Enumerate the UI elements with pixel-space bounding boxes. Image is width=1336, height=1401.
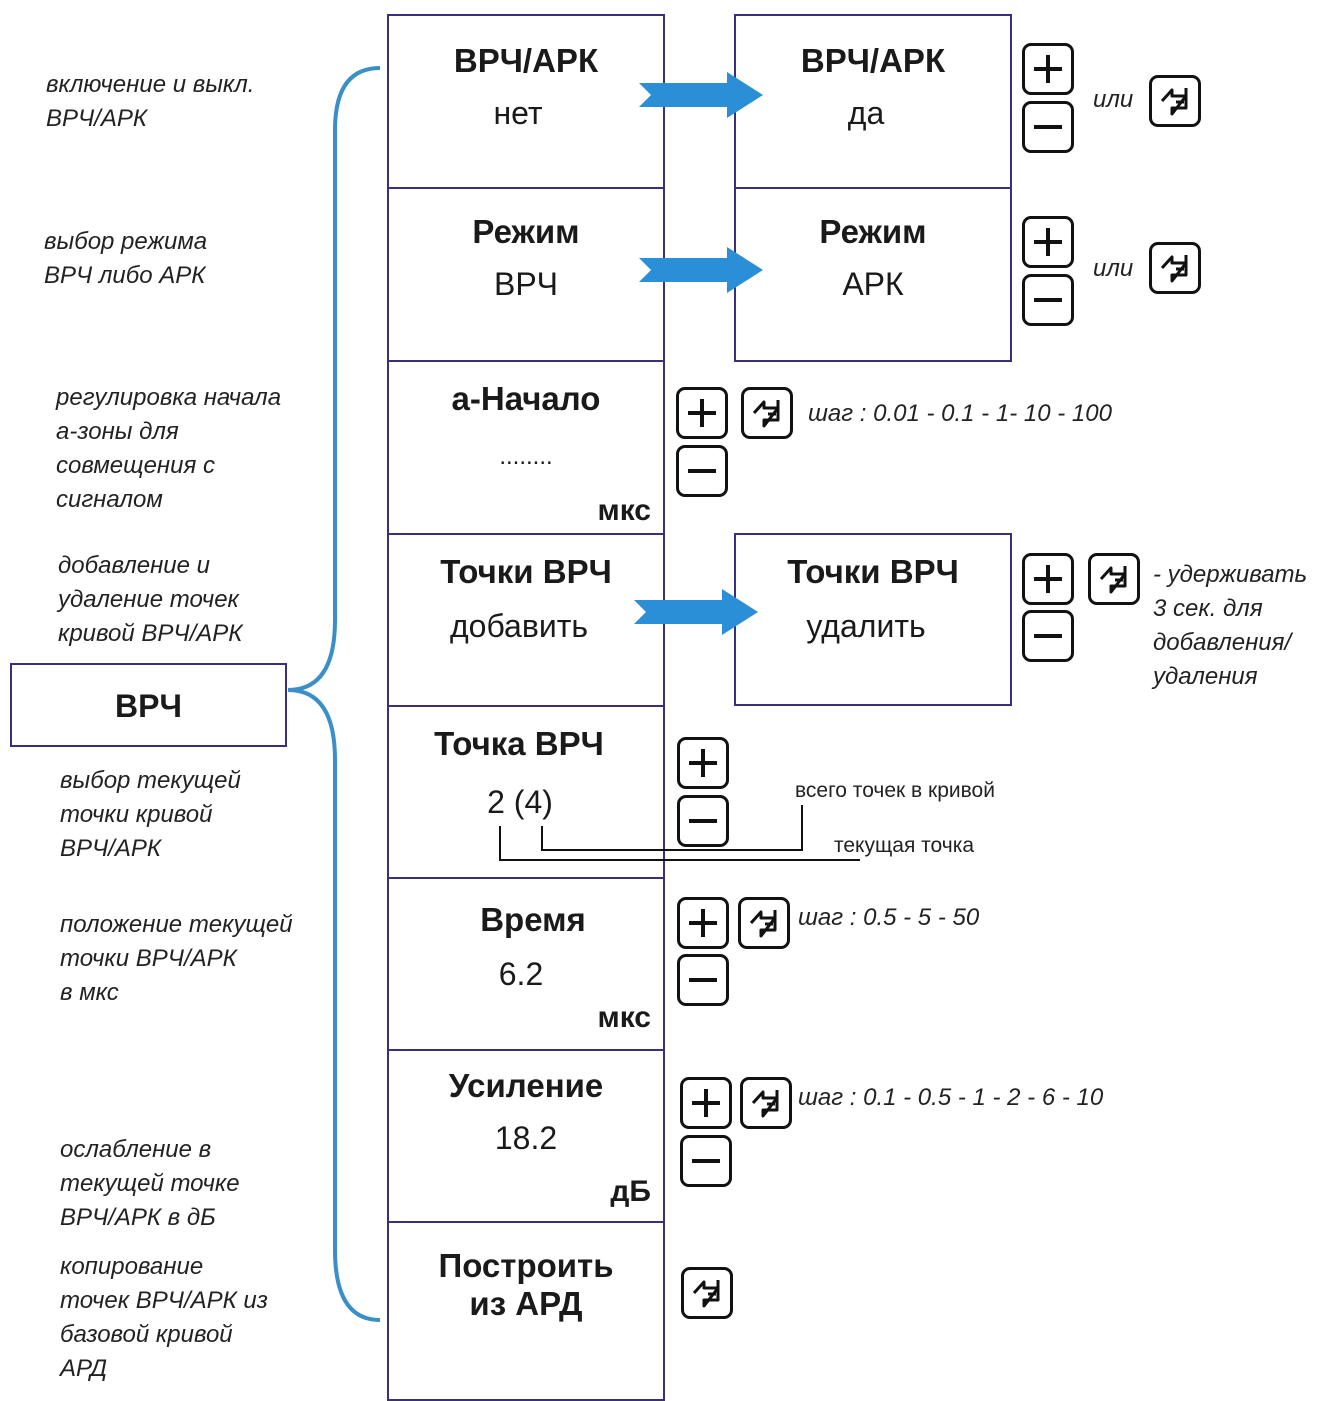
menu-cell-title: Точка ВРЧ xyxy=(434,725,604,762)
menu-cell-gain[interactable]: Усиление 18.2 дБ xyxy=(387,1049,665,1224)
enter-key-icon[interactable] xyxy=(1088,553,1140,605)
result-cell-mode: Режим АРК xyxy=(734,187,1012,362)
enter-key-icon[interactable] xyxy=(741,387,793,439)
minus-key-icon[interactable] xyxy=(677,795,729,847)
result-cell-title: Режим xyxy=(819,213,927,250)
total-points-annotation: всего точек в кривой xyxy=(795,779,995,802)
minus-key-icon[interactable] xyxy=(1022,610,1074,662)
enter-key-icon[interactable] xyxy=(681,1267,733,1319)
right-arrow-icon xyxy=(634,589,758,635)
plus-key-icon[interactable] xyxy=(1022,216,1074,268)
result-cell-value: да xyxy=(847,95,885,131)
plus-key-icon[interactable] xyxy=(680,1077,732,1129)
menu-cell-title: ВРЧ/АРК xyxy=(453,42,599,79)
minus-key-icon[interactable] xyxy=(676,445,728,497)
description-build: копирование точек ВРЧ/АРК из базовой кри… xyxy=(60,1253,268,1382)
menu-cell-title: Усиление xyxy=(448,1067,604,1104)
menu-cell-value: добавить xyxy=(449,608,589,644)
menu-cell-vrch-ark[interactable]: ВРЧ/АРК нет xyxy=(387,14,665,189)
vrch-side-label: ВРЧ xyxy=(115,688,182,724)
minus-key-icon[interactable] xyxy=(1022,101,1074,153)
result-cell-title: Точки ВРЧ xyxy=(787,553,959,590)
menu-cell-value: 18.2 xyxy=(494,1120,558,1156)
menu-cell-title: а-Начало xyxy=(451,380,601,417)
hold-note: - удерживать 3 сек. для добавления/ удал… xyxy=(1153,561,1308,690)
result-cell-value: АРК xyxy=(842,266,904,302)
menu-cell-value: 2 (4) xyxy=(487,784,553,820)
point-leader-lines xyxy=(499,805,860,861)
description-time: положение текущей точки ВРЧ/АРК в мкс xyxy=(60,911,293,1006)
step-note-a-start: шаг : 0.01 - 0.1 - 1- 10 - 100 xyxy=(808,400,1112,427)
menu-cell-build-from-ard[interactable]: Построить из АРД xyxy=(387,1221,665,1401)
menu-cell-title: Построить из АРД xyxy=(438,1247,614,1322)
result-cell-title: ВРЧ/АРК xyxy=(800,42,946,79)
plus-key-icon[interactable] xyxy=(676,387,728,439)
menu-cell-mode[interactable]: Режим ВРЧ xyxy=(387,187,665,362)
or-label: или xyxy=(1093,255,1134,282)
right-arrow-icon xyxy=(639,72,763,118)
menu-cell-title: Время xyxy=(480,901,586,938)
menu-cell-time[interactable]: Время 6.2 мкс xyxy=(387,877,665,1052)
menu-cell-value: нет xyxy=(493,95,543,131)
menu-cell-unit: мкс xyxy=(597,1001,652,1034)
enter-key-icon[interactable] xyxy=(740,1077,792,1129)
menu-cell-title: Точки ВРЧ xyxy=(440,553,612,590)
enter-key-icon[interactable] xyxy=(738,897,790,949)
menu-cell-value: ........ xyxy=(499,443,553,470)
menu-cell-unit: мкс xyxy=(597,494,652,527)
menu-cell-value: 6.2 xyxy=(498,956,544,992)
vrch-side-box[interactable]: ВРЧ xyxy=(10,663,287,747)
description-points: добавление и удаление точек кривой ВРЧ/А… xyxy=(58,552,243,647)
description-on-off: включение и выкл. ВРЧ/АРК xyxy=(46,71,255,132)
plus-key-icon[interactable] xyxy=(677,737,729,789)
minus-key-icon[interactable] xyxy=(680,1135,732,1187)
description-mode: выбор режима ВРЧ либо АРК xyxy=(44,228,208,289)
menu-cell-title: Режим xyxy=(472,213,580,250)
menu-cell-a-start[interactable]: а-Начало ........ мкс xyxy=(387,360,665,535)
step-note-time: шаг : 0.5 - 5 - 50 xyxy=(798,904,980,931)
result-cell-vrch-ark: ВРЧ/АРК да xyxy=(734,14,1012,189)
or-label: или xyxy=(1093,86,1134,113)
current-point-annotation: текущая точка xyxy=(834,834,975,857)
description-gain: ослабление в текущей точке ВРЧ/АРК в дБ xyxy=(60,1136,240,1231)
enter-key-icon[interactable] xyxy=(1149,242,1201,294)
plus-key-icon[interactable] xyxy=(1022,553,1074,605)
enter-key-icon[interactable] xyxy=(1149,75,1201,127)
step-note-gain: шаг : 0.1 - 0.5 - 1 - 2 - 6 - 10 xyxy=(798,1084,1104,1111)
menu-cell-unit: дБ xyxy=(610,1175,651,1208)
minus-key-icon[interactable] xyxy=(677,954,729,1006)
plus-key-icon[interactable] xyxy=(1022,43,1074,95)
menu-cell-point[interactable]: Точка ВРЧ 2 (4) xyxy=(387,705,665,880)
description-point: выбор текущей точки кривой ВРЧ/АРК xyxy=(60,767,241,862)
right-arrow-icon xyxy=(639,247,763,293)
plus-key-icon[interactable] xyxy=(677,897,729,949)
menu-cell-value: ВРЧ xyxy=(493,266,558,302)
result-cell-points: Точки ВРЧ удалить xyxy=(734,533,1012,706)
result-cell-value: удалить xyxy=(806,608,926,644)
menu-cell-points[interactable]: Точки ВРЧ добавить xyxy=(387,533,665,708)
description-a-start: регулировка начала а-зоны для совмещения… xyxy=(56,384,282,513)
minus-key-icon[interactable] xyxy=(1022,274,1074,326)
brace-icon xyxy=(287,66,381,1322)
